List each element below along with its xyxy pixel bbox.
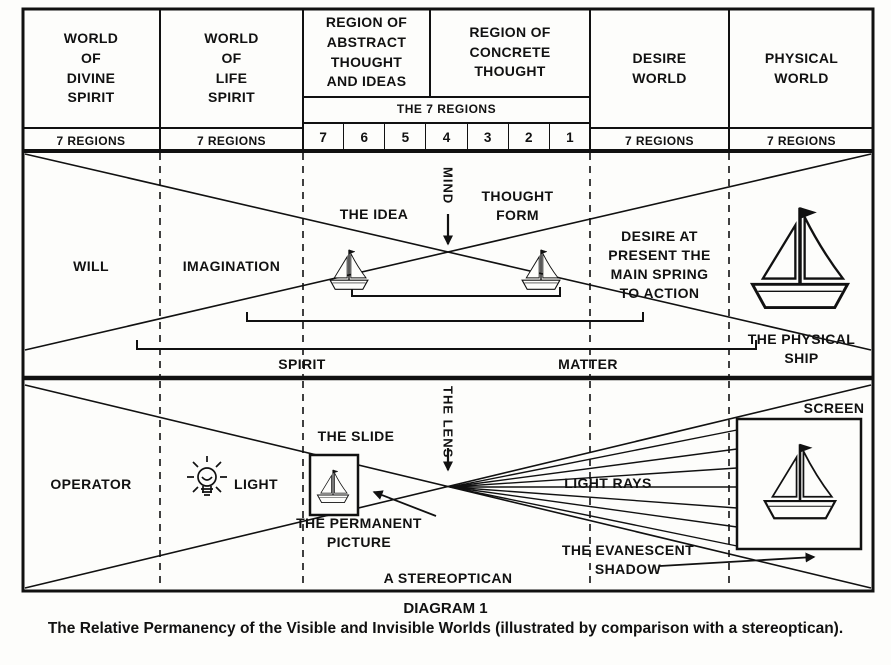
physical-ship-illustration [750, 205, 850, 310]
column-title-desire-world: DESIRE WORLD [632, 49, 687, 86]
label-will: WILL [73, 258, 109, 274]
lower-projection-lines [24, 384, 872, 589]
label-stereoptican: A STEREOPTICAN [383, 570, 513, 586]
region-number-5: 5 [385, 123, 427, 151]
upper-projection-lines [24, 153, 872, 351]
regions-count-desire: 7 REGIONS [625, 134, 694, 148]
label-operator: OPERATOR [50, 476, 132, 492]
region-number-2: 2 [509, 123, 550, 151]
seven-regions-band: THE 7 REGIONS [396, 102, 497, 116]
label-screen: SCREEN [803, 400, 865, 416]
column-title-abstract-thought: REGION OF ABSTRACT THOUGHT AND IDEAS [325, 13, 408, 90]
label-permanent-picture: THE PERMANENT PICTURE [296, 515, 422, 550]
label-desire-mainspring: DESIRE AT PRESENT THE MAIN SPRING TO ACT… [608, 228, 711, 301]
regions-count-divine: 7 REGIONS [56, 134, 126, 148]
region-number-6: 6 [344, 123, 386, 151]
region-number-3: 3 [468, 123, 509, 151]
label-imagination: IMAGINATION [182, 258, 281, 274]
spirit-matter-brackets [136, 287, 757, 350]
dashed-column-lines [159, 153, 730, 589]
caption-title: DIAGRAM 1 [403, 600, 488, 617]
label-spirit: SPIRIT [278, 356, 326, 372]
label-light-rays: LIGHT RAYS [564, 475, 652, 491]
label-thought-form: THOUGHT FORM [481, 188, 554, 223]
label-the-lens: THE LENS [440, 386, 456, 459]
slide-frame [308, 453, 360, 517]
light-rays-fan [449, 429, 738, 547]
column-title-life-spirit: WORLD OF LIFE SPIRIT [204, 29, 259, 106]
label-evanescent-shadow: THE EVANESCENT SHADOW [561, 542, 695, 577]
idea-ship-illustration [329, 249, 369, 291]
header-grid-lines [23, 9, 873, 153]
region-numbers-row: 7 6 5 4 3 2 1 [303, 123, 590, 151]
light-bulb-icon [187, 456, 227, 496]
caption-subtitle: The Relative Permanency of the Visible a… [47, 620, 844, 637]
permanent-picture-arrow [372, 490, 437, 517]
region-number-1: 1 [566, 129, 574, 145]
thought-form-ship-illustration [521, 249, 561, 291]
column-title-divine-spirit: WORLD OF DIVINE SPIRIT [63, 29, 119, 106]
region-number-7: 7 [303, 123, 345, 151]
region-number-4: 4 [426, 123, 468, 151]
column-title-concrete-thought: REGION OF CONCRETE THOUGHT [469, 23, 551, 80]
diagram-frame [21, 7, 875, 593]
evanescent-shadow-arrow [659, 552, 816, 567]
label-physical-ship: THE PHYSICAL SHIP [747, 331, 856, 366]
label-mind: MIND [440, 167, 456, 205]
column-title-physical-world: PHYSICAL WORLD [764, 49, 839, 86]
label-light: LIGHT [234, 476, 278, 492]
label-the-slide: THE SLIDE [317, 428, 395, 444]
label-matter: MATTER [558, 356, 618, 372]
label-the-idea: THE IDEA [339, 206, 409, 222]
regions-count-physical: 7 REGIONS [767, 134, 836, 148]
regions-count-life: 7 REGIONS [197, 134, 266, 148]
